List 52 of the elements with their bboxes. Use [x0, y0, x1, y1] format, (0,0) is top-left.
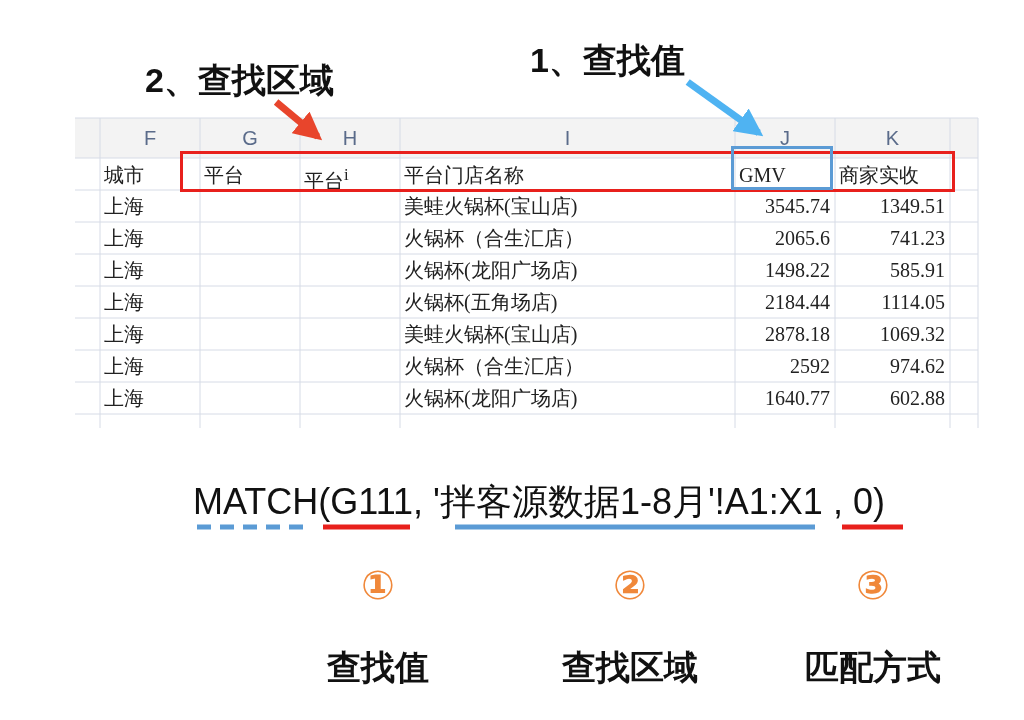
header-cell: 城市	[104, 163, 144, 187]
table-cell: 上海	[104, 322, 144, 346]
header-cell: GMV	[739, 163, 786, 187]
table-cell: 上海	[104, 258, 144, 282]
circled-number: ①	[360, 562, 396, 608]
table-cell: 上海	[104, 194, 144, 218]
table-cell-text: 2065.6	[774, 226, 830, 250]
table-cell-text: 3545.74	[764, 194, 830, 218]
highlight-frame	[731, 146, 833, 190]
table-cell-text: 1114.05	[880, 290, 945, 314]
table-cell-text: 741.23	[889, 226, 945, 250]
table-cell: 火锅杯(龙阳广场店)	[404, 386, 578, 410]
column-letter: G	[241, 126, 259, 150]
arrow	[685, 79, 764, 137]
header-cell-text: 平台$^{i}$	[304, 164, 349, 193]
column-letter: F	[142, 126, 158, 150]
header-cell: 平台门店名称	[404, 163, 524, 187]
table-cell-text: 974.62	[889, 354, 945, 378]
table-cell: 上海	[104, 354, 144, 378]
table-cell-text: 602.88	[889, 386, 945, 410]
table-cell-text: 2878.18	[764, 322, 830, 346]
caption-text: 匹配方式	[804, 647, 942, 688]
table-cell: 美蛙火锅杯(宝山店)	[404, 322, 578, 346]
column-letter: J	[779, 126, 791, 150]
table-cell: 火锅杯(龙阳广场店)	[404, 258, 578, 282]
table-cell: 上海	[104, 290, 144, 314]
arrow	[273, 99, 323, 141]
table-cell: 上海	[104, 386, 144, 410]
table-cell-text: 585.91	[889, 258, 945, 282]
table-cell: 火锅杯(五角场店)	[404, 290, 558, 314]
annotation-text: 2、查找区域	[145, 58, 375, 102]
table-cell: 火锅杯（合生汇店）	[404, 226, 584, 250]
circled-number: ③	[855, 562, 891, 608]
caption-text: 查找区域	[561, 647, 699, 688]
table-cell: 火锅杯（合生汇店）	[404, 354, 584, 378]
circled-number: ②	[612, 562, 648, 608]
table-cell-text: 1640.77	[764, 386, 830, 410]
table-cell: 上海	[104, 226, 144, 250]
table-cell-text: 2184.44	[764, 290, 830, 314]
header-cell: 商家实收	[839, 163, 919, 187]
table-cell-text: 2592	[789, 354, 830, 378]
highlight-frame	[180, 151, 955, 192]
annotation-text: 1、查找值	[530, 38, 720, 82]
header-cell: 平台	[204, 163, 244, 187]
column-letter: H	[341, 126, 359, 150]
table-cell-text: 1069.32	[879, 322, 945, 346]
column-letter: K	[884, 126, 901, 150]
table-cell-text: 1498.22	[764, 258, 830, 282]
formula-text: MATCH(G111, '拌客源数据1-8月'!A1:X1 , 0)	[193, 480, 885, 524]
column-letter: I	[563, 126, 572, 150]
table-cell-text: 1349.51	[879, 194, 945, 218]
caption-text: 查找值	[326, 647, 430, 688]
